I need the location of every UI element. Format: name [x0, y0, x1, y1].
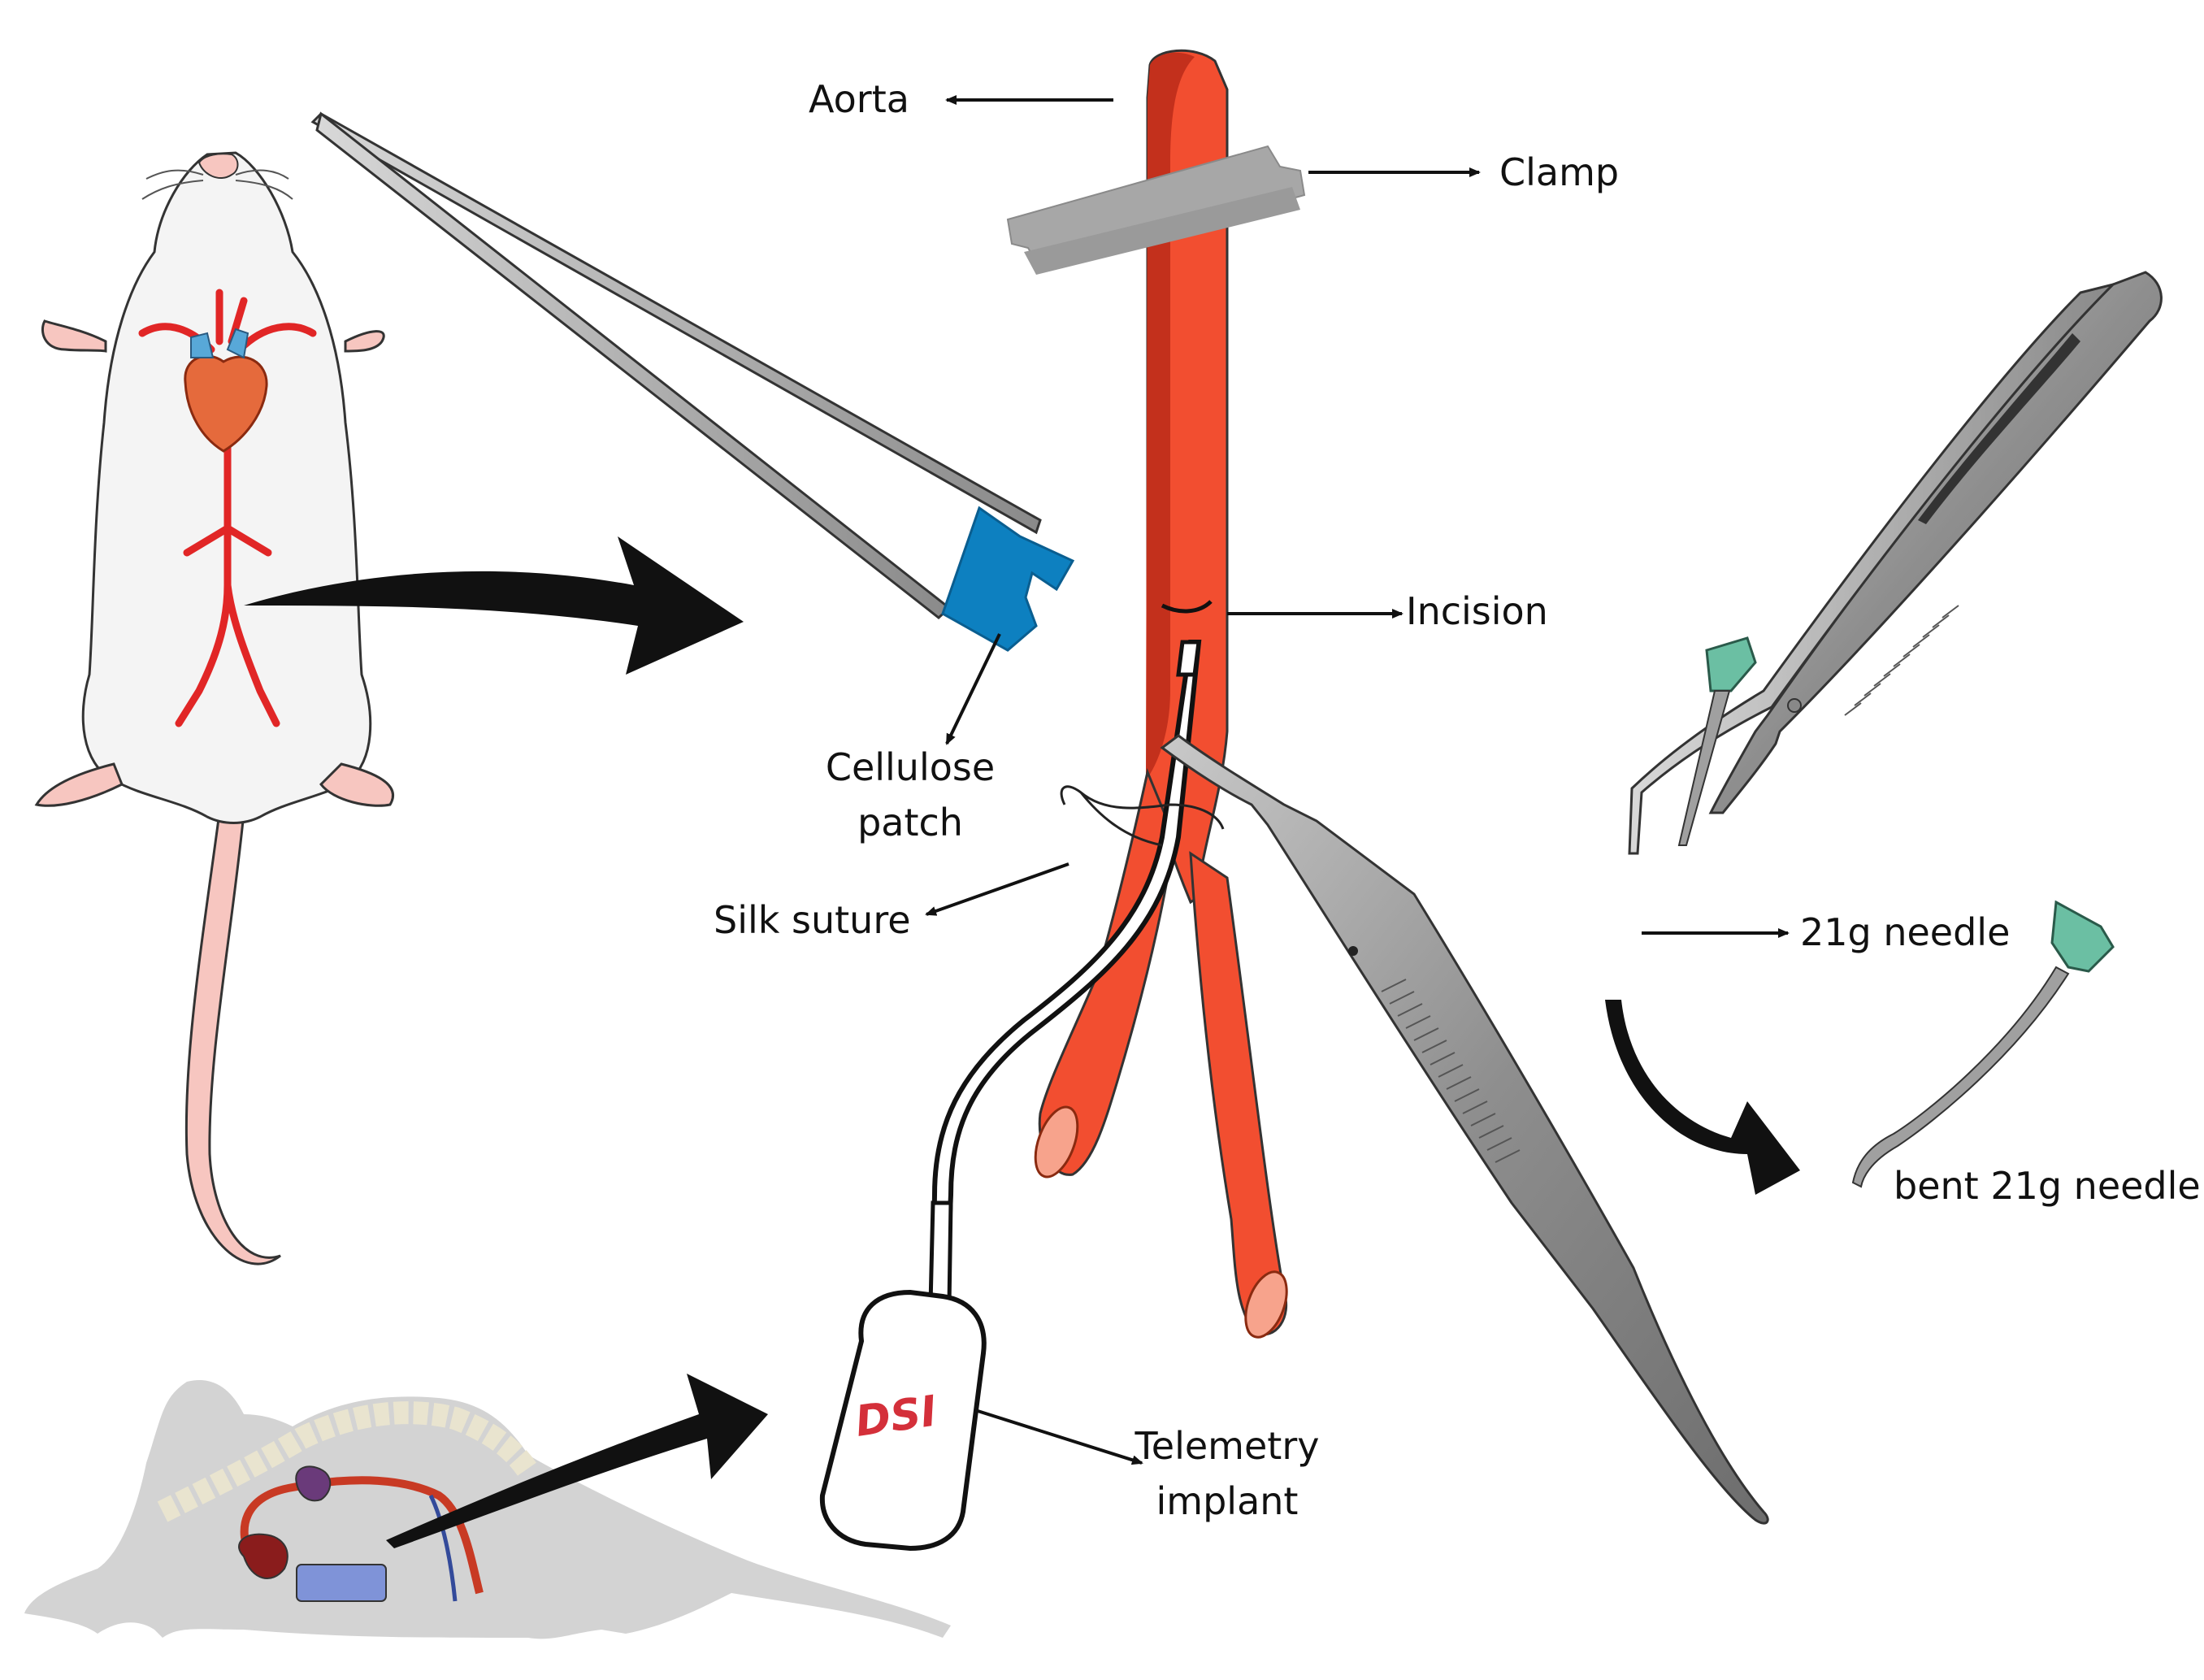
rat-to-aorta-arrow [244, 536, 744, 675]
forceps-serration-top [1844, 605, 1959, 716]
telemetry-label-line1: Telemetry [1135, 1424, 1320, 1468]
aorta-right-branch-lumen [1244, 1270, 1288, 1339]
vascular-clamp [1006, 145, 1306, 275]
dsi-logo: DSI [853, 1387, 939, 1447]
rat-side-vessels [240, 1476, 484, 1595]
rat-illustration [34, 151, 394, 1265]
bent-needle-label: bent 21g needle [1894, 1164, 2201, 1208]
curved-forceps [1160, 734, 1769, 1525]
rat-side-implant [296, 1564, 387, 1602]
rat-heart-side [238, 1533, 289, 1579]
telemetry-pointer [974, 1409, 1143, 1465]
bent-21g-needle [1851, 900, 2115, 1188]
rat-arterial-tree [138, 289, 317, 727]
silk-suture-pointer [925, 862, 1069, 916]
aorta-label: Aorta [809, 77, 909, 121]
cellulose-patch-label-line2: patch [857, 801, 963, 844]
incision-mark [1161, 600, 1213, 614]
rat-tail [184, 811, 281, 1265]
forceps-serration [1381, 979, 1521, 1163]
straight-forceps [310, 111, 1042, 619]
needle-holding-forceps [1628, 271, 2163, 855]
incision-label: Incision [1406, 589, 1548, 633]
rat-kidney-side [295, 1465, 332, 1502]
silk-suture-label: Silk suture [714, 898, 911, 942]
rat-front-paw-left [41, 319, 107, 353]
aorta-left-branch-lumen [1034, 1105, 1079, 1179]
rat-hind-paw-left [34, 762, 124, 807]
rat-hind-paw-right [319, 762, 394, 807]
rat-snout [197, 153, 239, 179]
needle-21g-label: 21g needle [1800, 910, 2010, 954]
forceps-slot [1918, 333, 2080, 524]
needle-21g-in-forceps [1677, 636, 1757, 846]
cellulose-patch-pointer [945, 633, 1001, 745]
dsi-telemetry-implant: DSI [819, 1289, 987, 1552]
needle-bend-arrow [1605, 1000, 1800, 1195]
aorta-vessel [1034, 49, 1288, 1339]
rat-whiskers [141, 169, 293, 200]
rat-heart-vessels [190, 328, 249, 359]
rat-to-implant-arrow [386, 1374, 768, 1548]
telemetry-label-line2: implant [1156, 1479, 1299, 1523]
cellulose-patch [941, 506, 1075, 652]
rat-spine [157, 1401, 538, 1522]
silk-suture [1060, 785, 1225, 847]
clamp-label: Clamp [1499, 150, 1619, 194]
rat-front-paw-right [344, 330, 385, 353]
cellulose-patch-label-line1: Cellulose [826, 745, 995, 789]
